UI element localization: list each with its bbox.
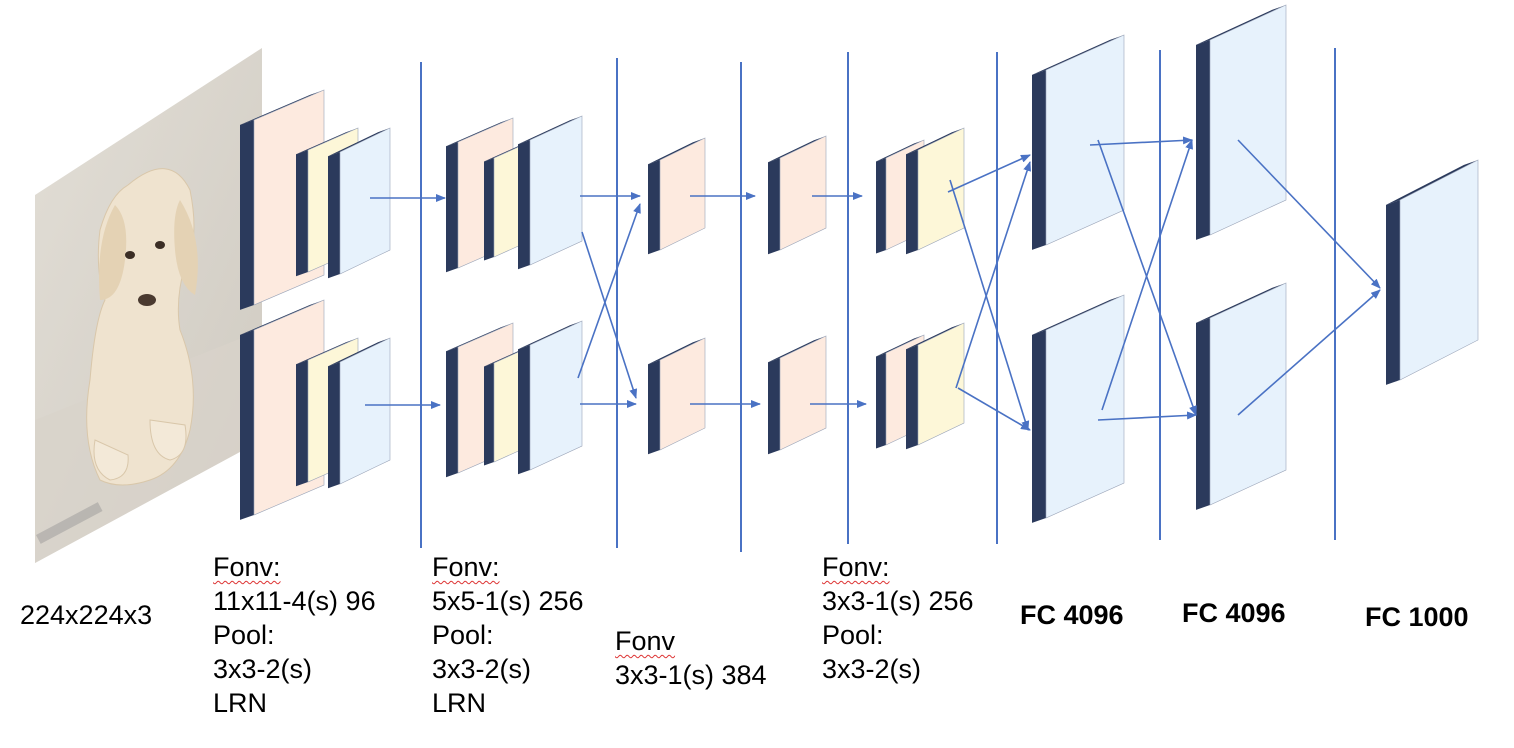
fc7-caption: FC 4096 [1182, 598, 1286, 628]
conv3-slab [648, 137, 706, 255]
fc7-top-slab [1196, 4, 1287, 240]
conv1-line-1: Fonv: [213, 552, 281, 582]
conv2-line-2: 5x5-1(s) 256 [432, 586, 584, 616]
flow-arrow [1101, 139, 1193, 411]
conv4-slab [768, 335, 827, 455]
conv5-line-2: 3x3-1(s) 256 [822, 586, 974, 616]
conv2-pool-slab [518, 115, 583, 270]
input-image [35, 48, 262, 563]
conv2-line-1: Fonv: [432, 552, 500, 582]
fc6-top-slab [1032, 34, 1125, 250]
conv34-label: Fonv 3x3-1(s) 384 [615, 624, 767, 692]
fc8-slab [1386, 159, 1479, 385]
conv5-pool-slab [906, 322, 965, 450]
conv5-line-3: Pool: [822, 620, 884, 650]
conv3-slab [648, 337, 706, 455]
fc6-bottom-slab [1032, 294, 1125, 523]
conv34-line-2: 3x3-1(s) 384 [615, 660, 767, 690]
fc6-caption: FC 4096 [1020, 600, 1124, 630]
input-caption: 224x224x3 [20, 600, 153, 630]
flow-arrow [947, 154, 1031, 193]
conv2-line-3: Pool: [432, 620, 494, 650]
conv1-pool-slab [328, 127, 391, 279]
fc7-bottom-slab [1196, 282, 1287, 510]
flow-arrow [1237, 289, 1381, 416]
flow-arrow [1097, 411, 1197, 421]
conv1-line-4: 3x3-2(s) [213, 654, 313, 684]
flow-arrow [577, 203, 641, 379]
conv2-pool-slab [518, 320, 583, 475]
flow-arrow [957, 387, 1031, 431]
conv1-pool-slab [328, 337, 391, 489]
flow-arrow [949, 179, 1030, 431]
flow-arrow [1089, 136, 1193, 146]
flow-arrow [581, 231, 638, 399]
conv2-line-4: 3x3-2(s) [432, 654, 532, 684]
conv5-line-4: 3x3-2(s) [822, 654, 922, 684]
flow-arrow [955, 161, 1032, 389]
conv1-line-5: LRN [213, 688, 268, 718]
conv2-line-5: LRN [432, 688, 487, 718]
conv1-line-3: Pool: [213, 620, 275, 650]
conv2-label: Fonv: 5x5-1(s) 256 Pool: 3x3-2(s) LRN [432, 550, 584, 720]
conv34-line-1: Fonv [615, 626, 676, 656]
fc8-caption: FC 1000 [1365, 602, 1469, 632]
conv1-line-2: 11x11-4(s) 96 [213, 586, 376, 616]
conv5-line-1: Fonv: [822, 552, 890, 582]
conv1-label: Fonv: 11x11-4(s) 96 Pool: 3x3-2(s) LRN [213, 550, 376, 720]
conv5-pool-slab [906, 127, 965, 255]
conv4-slab [768, 135, 827, 255]
conv5-label: Fonv: 3x3-1(s) 256 Pool: 3x3-2(s) [822, 550, 974, 686]
flow-arrow [1237, 139, 1381, 289]
